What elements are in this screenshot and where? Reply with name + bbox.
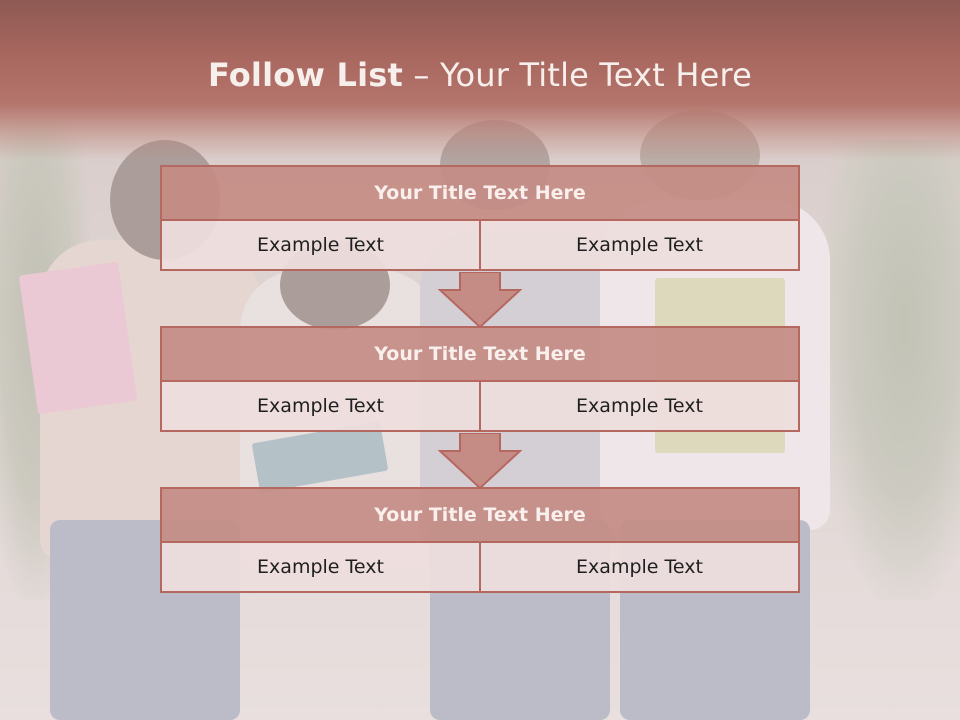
block-cells: Example Text Example Text (160, 543, 800, 593)
down-arrow-icon (438, 433, 522, 489)
block-cells: Example Text Example Text (160, 382, 800, 432)
list-block-2: Your Title Text Here Example Text Exampl… (160, 326, 800, 432)
slide-title-rest: – Your Title Text Here (403, 56, 753, 94)
block-cell-left[interactable]: Example Text (160, 221, 481, 271)
block-title[interactable]: Your Title Text Here (160, 326, 800, 382)
slide-title-bold: Follow List (207, 56, 404, 94)
block-title[interactable]: Your Title Text Here (160, 165, 800, 221)
block-cell-right[interactable]: Example Text (481, 382, 800, 432)
block-cell-left[interactable]: Example Text (160, 543, 481, 593)
slide-title[interactable]: Follow List – Your Title Text Here (0, 56, 960, 94)
block-cell-right[interactable]: Example Text (481, 221, 800, 271)
block-cells: Example Text Example Text (160, 221, 800, 271)
title-band (0, 0, 960, 160)
list-block-1: Your Title Text Here Example Text Exampl… (160, 165, 800, 271)
down-arrow-icon (438, 272, 522, 328)
block-cell-left[interactable]: Example Text (160, 382, 481, 432)
block-title[interactable]: Your Title Text Here (160, 487, 800, 543)
block-cell-right[interactable]: Example Text (481, 543, 800, 593)
list-block-3: Your Title Text Here Example Text Exampl… (160, 487, 800, 593)
